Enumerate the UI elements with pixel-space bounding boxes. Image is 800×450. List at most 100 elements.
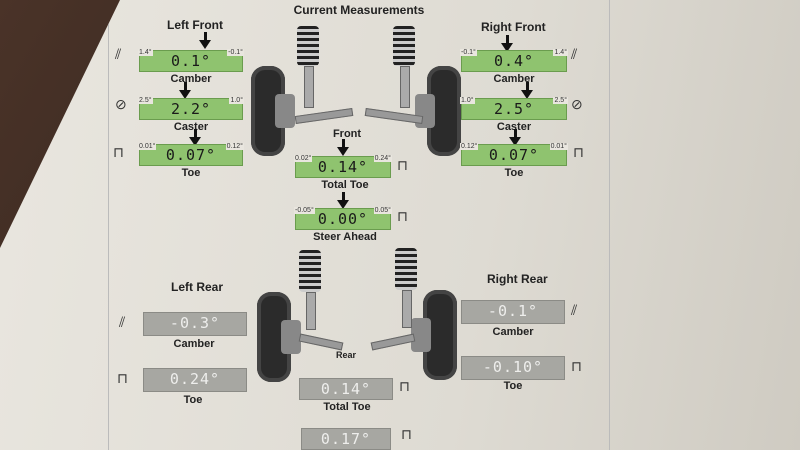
front-right-strut-icon bbox=[400, 66, 410, 108]
right-front-caster-gauge: 1.0° 2.5° 2.5° bbox=[460, 97, 568, 120]
front-left-hub-icon bbox=[275, 94, 295, 128]
left-front-toe-arrow-icon bbox=[189, 129, 201, 146]
caster-diagram-icon: ⊘ bbox=[115, 96, 127, 112]
left-rear-camber-caption: Camber bbox=[173, 338, 215, 350]
right-rear-toe-value: -0.10° bbox=[482, 358, 544, 376]
camber-diagram-icon: ⫽ bbox=[115, 46, 122, 62]
rear-left-strut-icon bbox=[306, 292, 316, 330]
steer-ahead-value: 0.00° bbox=[317, 210, 369, 228]
camber-diagram-icon: ⫽ bbox=[571, 46, 578, 62]
range-high: 0.05° bbox=[373, 207, 392, 214]
total-toe-arrow-icon bbox=[337, 139, 349, 156]
right-front-label: Right Front bbox=[481, 20, 546, 34]
right-rear-camber-caption: Camber bbox=[492, 326, 534, 338]
right-rear-camber-gauge: -0.1° bbox=[461, 300, 565, 324]
rear-total-toe-value: 0.14° bbox=[320, 380, 372, 398]
left-rear-camber-gauge: -0.3° bbox=[143, 312, 247, 336]
rear-axle-label: Rear bbox=[335, 350, 356, 360]
front-total-toe-gauge: 0.02° 0.24° 0.14° bbox=[294, 155, 392, 178]
thrust-angle-gauge: 0.17° bbox=[301, 428, 391, 450]
range-low: -0.1° bbox=[460, 49, 477, 56]
measurement-sheet: Current Measurements Left Front 1.4° -0.… bbox=[108, 0, 610, 450]
range-low: 0.12° bbox=[460, 143, 479, 150]
left-front-caster-gauge: 2.5° 1.0° 2.2° bbox=[138, 97, 244, 120]
rear-left-spring-icon bbox=[299, 250, 321, 292]
front-left-arm-icon bbox=[294, 108, 354, 124]
right-front-toe-value: 0.07° bbox=[488, 146, 540, 164]
toe-diagram-icon: ⊓ bbox=[573, 144, 584, 160]
right-rear-camber-value: -0.1° bbox=[487, 302, 539, 320]
toe-diagram-icon: ⊓ bbox=[571, 358, 582, 374]
left-front-toe-gauge: 0.01° 0.12° 0.07° bbox=[138, 143, 244, 166]
rear-left-hub-icon bbox=[281, 320, 301, 354]
rear-total-toe-gauge: 0.14° bbox=[299, 378, 393, 400]
left-front-camber-arrow-icon bbox=[199, 32, 211, 49]
rear-left-arm-icon bbox=[298, 333, 344, 351]
front-left-strut-icon bbox=[304, 66, 314, 108]
right-front-caster-arrow-icon bbox=[521, 82, 533, 99]
right-front-toe-gauge: 0.12° 0.01° 0.07° bbox=[460, 143, 568, 166]
right-rear-toe-caption: Toe bbox=[503, 380, 523, 392]
steer-ahead-arrow-icon bbox=[337, 192, 349, 209]
left-front-caster-arrow-icon bbox=[179, 82, 191, 99]
range-low: 1.4° bbox=[138, 49, 153, 56]
left-front-label: Left Front bbox=[167, 18, 223, 32]
left-front-caster-caption: Caster bbox=[173, 121, 209, 133]
range-low: -0.05° bbox=[294, 207, 315, 214]
range-low: 2.5° bbox=[138, 97, 153, 104]
range-high: 0.24° bbox=[373, 155, 392, 162]
rear-right-arm-icon bbox=[370, 333, 416, 351]
range-low: 0.02° bbox=[294, 155, 313, 162]
toe-diagram-icon: ⊓ bbox=[113, 144, 124, 160]
right-front-camber-caption: Camber bbox=[493, 73, 535, 85]
steer-ahead-diagram-icon: ⊓ bbox=[397, 208, 408, 224]
right-front-caster-caption: Caster bbox=[496, 121, 532, 133]
caster-diagram-icon: ⊘ bbox=[571, 96, 583, 112]
page-title: Current Measurements bbox=[293, 3, 425, 17]
right-front-toe-arrow-icon bbox=[509, 129, 521, 146]
right-front-camber-arrow-icon bbox=[501, 35, 513, 52]
toe-diagram-icon: ⊓ bbox=[117, 370, 128, 386]
rear-right-hub-icon bbox=[411, 318, 431, 352]
range-high: 0.01° bbox=[549, 143, 568, 150]
right-front-caster-value: 2.5° bbox=[493, 100, 535, 118]
thrust-angle-value: 0.17° bbox=[320, 430, 372, 448]
rear-right-spring-icon bbox=[395, 248, 417, 290]
left-front-toe-caption: Toe bbox=[181, 167, 201, 179]
total-toe-diagram-icon: ⊓ bbox=[397, 157, 408, 173]
rear-total-toe-caption: Total Toe bbox=[323, 401, 371, 413]
front-axle-label: Front bbox=[332, 128, 362, 140]
range-high: 1.0° bbox=[229, 97, 244, 104]
left-front-toe-value: 0.07° bbox=[165, 146, 217, 164]
rear-right-strut-icon bbox=[402, 290, 412, 328]
range-low: 0.01° bbox=[138, 143, 157, 150]
left-rear-toe-caption: Toe bbox=[183, 394, 203, 406]
steer-ahead-gauge: -0.05° 0.05° 0.00° bbox=[294, 207, 392, 230]
camber-diagram-icon: ⫽ bbox=[119, 314, 126, 330]
left-rear-toe-value: 0.24° bbox=[169, 370, 221, 388]
right-front-camber-gauge: -0.1° 1.4° 0.4° bbox=[460, 49, 568, 72]
camber-diagram-icon: ⫽ bbox=[571, 302, 578, 318]
thrust-diagram-icon: ⊓ bbox=[401, 426, 412, 442]
left-rear-camber-value: -0.3° bbox=[169, 314, 221, 332]
range-high: 0.12° bbox=[225, 143, 244, 150]
left-front-caster-value: 2.2° bbox=[170, 100, 212, 118]
left-front-camber-caption: Camber bbox=[170, 73, 212, 85]
steer-ahead-caption: Steer Ahead bbox=[313, 231, 377, 243]
range-low: 1.0° bbox=[460, 97, 475, 104]
range-high: -0.1° bbox=[227, 49, 244, 56]
front-right-spring-icon bbox=[393, 26, 415, 66]
left-front-camber-gauge: 1.4° -0.1° 0.1° bbox=[138, 49, 244, 72]
front-total-toe-caption: Total Toe bbox=[321, 179, 369, 191]
range-high: 1.4° bbox=[553, 49, 568, 56]
range-high: 2.5° bbox=[553, 97, 568, 104]
left-rear-toe-gauge: 0.24° bbox=[143, 368, 247, 392]
right-front-camber-value: 0.4° bbox=[493, 52, 535, 70]
left-rear-label: Left Rear bbox=[171, 280, 224, 294]
right-rear-label: Right Rear bbox=[487, 272, 548, 286]
front-total-toe-value: 0.14° bbox=[317, 158, 369, 176]
front-left-spring-icon bbox=[297, 26, 319, 66]
right-front-toe-caption: Toe bbox=[504, 167, 524, 179]
total-toe-diagram-icon: ⊓ bbox=[399, 378, 410, 394]
left-front-camber-value: 0.1° bbox=[170, 52, 212, 70]
